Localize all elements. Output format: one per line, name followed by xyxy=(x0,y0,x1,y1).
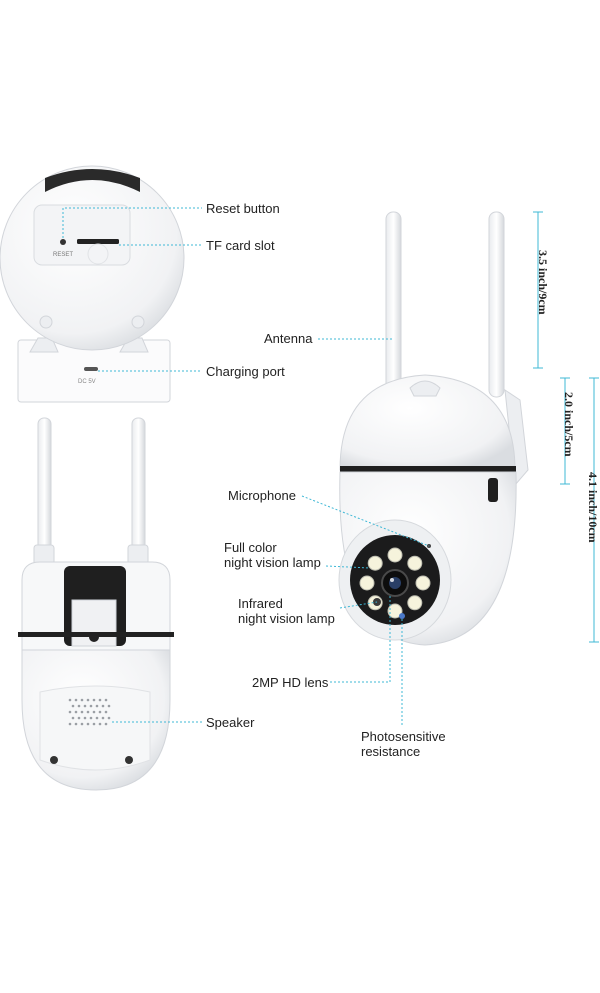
label-infrared-2: night vision lamp xyxy=(238,611,335,626)
speaker-hole xyxy=(83,704,87,708)
back-view-camera: RESET DC 5V xyxy=(0,165,185,403)
front-view-band xyxy=(340,466,516,472)
speaker-hole xyxy=(74,710,78,714)
speaker-hole xyxy=(95,716,99,720)
night-vision-lamp-icon xyxy=(359,575,375,591)
speaker-hole xyxy=(104,698,108,702)
label-photosensitive-2: resistance xyxy=(361,744,421,759)
front-view-side-slot xyxy=(488,478,498,502)
speaker-hole xyxy=(101,716,105,720)
label-full-color-2: night vision lamp xyxy=(224,555,321,570)
label-microphone: Microphone xyxy=(228,488,296,503)
speaker-hole xyxy=(86,722,90,726)
label-infrared-1: Infrared xyxy=(238,596,283,611)
full-color-lamp-icons xyxy=(359,547,431,619)
night-vision-lamp-icon xyxy=(387,603,403,619)
dim-head-label: 2.0 inch/5cm xyxy=(562,392,576,457)
speaker-hole xyxy=(104,710,108,714)
back-view-top-lens-ring xyxy=(45,169,140,192)
rear-view-panel xyxy=(39,685,151,771)
speaker-hole xyxy=(107,716,111,720)
speaker-hole xyxy=(80,698,84,702)
speaker-hole xyxy=(98,722,102,726)
label-lens: 2MP HD lens xyxy=(252,675,329,690)
speaker-hole xyxy=(89,716,93,720)
speaker-hole xyxy=(95,704,99,708)
dim-total-label: 4.1 inch/10cm xyxy=(586,472,600,543)
speaker-hole xyxy=(86,698,90,702)
charging-port-icon xyxy=(84,367,98,371)
front-view-mount-tab xyxy=(409,380,441,397)
tf-card-slot-icon xyxy=(77,239,119,244)
night-vision-lamp-icon xyxy=(367,555,383,571)
label-full-color-1: Full color xyxy=(224,540,277,555)
night-vision-lamp-icon xyxy=(407,555,423,571)
speaker-hole xyxy=(80,722,84,726)
speaker-hole xyxy=(98,698,102,702)
speaker-hole xyxy=(92,710,96,714)
speaker-hole xyxy=(68,710,72,714)
leader-reset xyxy=(62,207,202,238)
photosensitive-icon xyxy=(399,613,405,619)
front-antenna-right xyxy=(488,211,505,398)
label-photosensitive-1: Photosensitive xyxy=(361,729,446,744)
speaker-hole xyxy=(101,704,105,708)
leader-lens xyxy=(330,596,391,683)
rear-antenna-left xyxy=(37,417,52,559)
speaker-hole xyxy=(92,698,96,702)
speaker-hole xyxy=(68,698,72,702)
speaker-hole xyxy=(71,716,75,720)
label-speaker: Speaker xyxy=(206,715,255,730)
speaker-hole xyxy=(77,704,81,708)
rear-view-screw-right xyxy=(125,756,133,764)
speaker-hole xyxy=(104,722,108,726)
speaker-hole xyxy=(80,710,84,714)
leader-full-color xyxy=(325,565,371,569)
leader-lines xyxy=(62,207,430,725)
lens-glint xyxy=(390,578,394,582)
speaker-hole xyxy=(89,704,93,708)
rear-antenna-right xyxy=(131,417,146,559)
rear-view-band xyxy=(18,632,174,637)
front-view-dome xyxy=(339,374,516,471)
night-vision-lamp-icon xyxy=(415,575,431,591)
label-antenna: Antenna xyxy=(264,331,313,346)
label-tf-card-slot: TF card slot xyxy=(206,238,275,253)
label-reset-button: Reset button xyxy=(206,201,280,216)
night-vision-lamp-icon xyxy=(407,595,423,611)
speaker-hole xyxy=(74,698,78,702)
back-view-hinge-right xyxy=(131,315,145,329)
speaker-hole xyxy=(107,704,111,708)
front-antenna-left xyxy=(385,211,402,398)
back-view-panel xyxy=(33,204,131,266)
speaker-hole xyxy=(68,722,72,726)
back-view-screw-icon xyxy=(87,243,109,265)
night-vision-lamp-icon xyxy=(387,547,403,563)
front-view-camera xyxy=(338,211,529,646)
leader-microphone xyxy=(301,495,430,547)
speaker-hole xyxy=(71,704,75,708)
dim-antenna-label: 3.5 inch/9cm xyxy=(536,250,550,315)
rear-view-screw-left xyxy=(50,756,58,764)
reset-button-icon xyxy=(60,239,66,245)
reset-mark: RESET xyxy=(53,252,73,258)
speaker-hole xyxy=(86,710,90,714)
speaker-grille-icon xyxy=(68,698,111,726)
speaker-hole xyxy=(83,716,87,720)
dimension-lines xyxy=(533,211,599,643)
speaker-hole xyxy=(92,722,96,726)
speaker-hole xyxy=(77,716,81,720)
label-charging-port: Charging port xyxy=(206,364,285,379)
speaker-hole xyxy=(74,722,78,726)
back-view-hinge-left xyxy=(39,315,53,329)
speaker-hole xyxy=(98,710,102,714)
port-mark: DC 5V xyxy=(78,379,96,385)
rear-view-camera xyxy=(18,417,174,791)
